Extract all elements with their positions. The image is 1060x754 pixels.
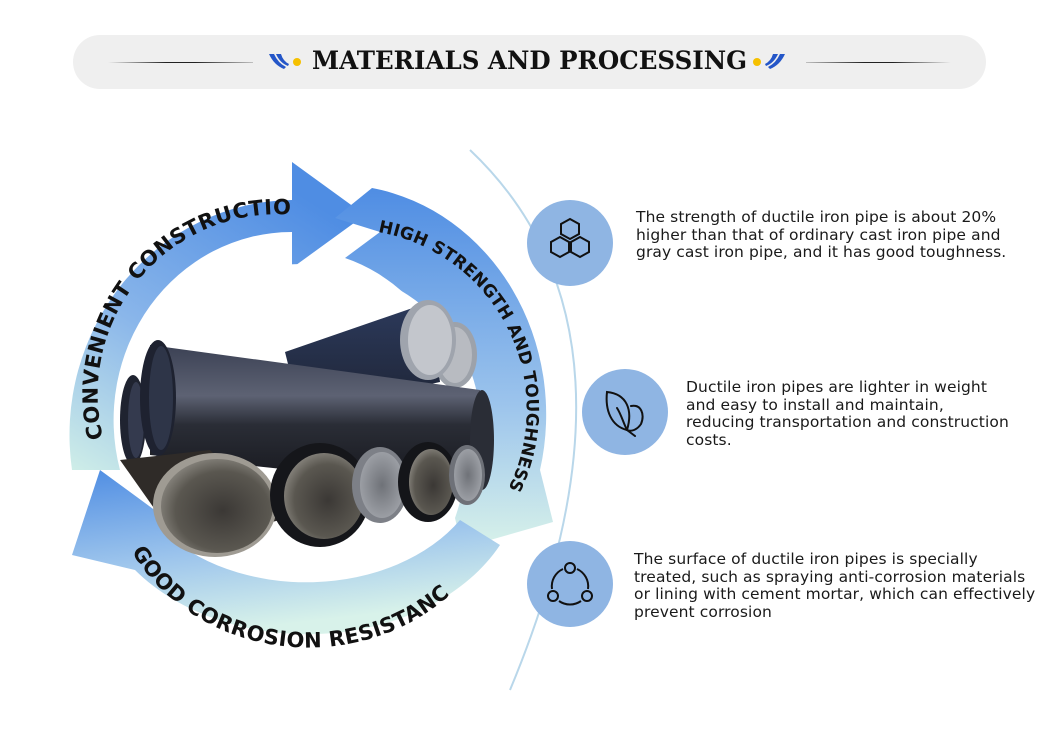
feature-text-lightweight: Ductile iron pipes are lighter in weight… <box>686 378 1009 449</box>
arrow-convenient-construction <box>69 162 365 470</box>
feature-icon-strength <box>527 200 613 286</box>
feature-text-strength: The strength of ductile iron pipe is abo… <box>636 208 1007 261</box>
header-divider-left <box>108 62 253 63</box>
feature-icon-corrosion <box>527 541 613 627</box>
header-divider-right <box>806 62 951 63</box>
feature-text-corrosion: The surface of ductile iron pipes is spe… <box>634 550 1036 621</box>
arrow-high-strength <box>335 188 553 548</box>
page-title: MATERIALS AND PROCESSING <box>311 46 748 75</box>
section-header: MATERIALS AND PROCESSING <box>73 35 986 89</box>
cycle-nodes-icon <box>547 562 593 606</box>
leaf-icon <box>605 390 644 437</box>
swoosh-dot-icon <box>269 54 301 69</box>
dot-swoosh-icon <box>753 54 785 69</box>
arrow-corrosion-resistance <box>72 470 500 635</box>
hexagons-icon <box>550 217 590 259</box>
feature-icon-lightweight <box>582 369 668 455</box>
pipes-image <box>120 300 494 557</box>
